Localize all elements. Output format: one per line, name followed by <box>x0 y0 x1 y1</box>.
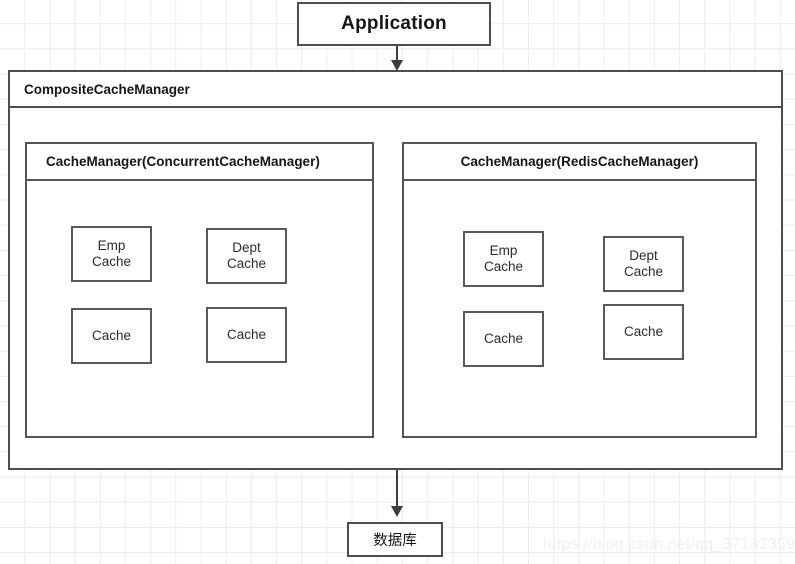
database-box[interactable]: 数据库 <box>347 522 443 557</box>
cache-manager-panel-redis-label: CacheManager(RedisCacheManager) <box>460 154 699 169</box>
cache-box-dept-concurrent[interactable]: Dept Cache <box>206 228 287 284</box>
cache-box-label: Cache <box>91 328 132 344</box>
composite-cache-manager-header: CompositeCacheManager <box>10 72 781 108</box>
cache-manager-panel-concurrent-header: CacheManager(ConcurrentCacheManager) <box>27 144 372 181</box>
cache-box-generic-redis-2[interactable]: Cache <box>603 304 684 360</box>
watermark-text: https://blog.csdn.net/qq_37133359 <box>543 536 795 553</box>
cache-box-label: Cache <box>623 324 664 340</box>
cache-manager-panel-redis-header: CacheManager(RedisCacheManager) <box>404 144 755 181</box>
cache-box-label: Cache <box>483 331 524 347</box>
cache-box-label: Emp Cache <box>483 243 524 274</box>
cache-box-dept-redis[interactable]: Dept Cache <box>603 236 684 292</box>
cache-manager-panel-concurrent-label: CacheManager(ConcurrentCacheManager) <box>46 154 320 169</box>
cache-box-generic-concurrent-2[interactable]: Cache <box>206 307 287 363</box>
cache-box-label: Dept Cache <box>226 240 267 271</box>
arrow-composite-to-database-line <box>396 470 398 510</box>
cache-box-label: Dept Cache <box>623 248 664 279</box>
cache-box-emp-redis[interactable]: Emp Cache <box>463 231 544 287</box>
composite-cache-manager-label: CompositeCacheManager <box>24 81 190 97</box>
arrow-application-to-composite-head <box>391 60 403 71</box>
application-box[interactable]: Application <box>297 2 491 46</box>
database-label: 数据库 <box>373 533 417 549</box>
cache-box-generic-concurrent-1[interactable]: Cache <box>71 308 152 364</box>
arrow-composite-to-database-head <box>391 506 403 517</box>
cache-box-label: Cache <box>226 327 267 343</box>
application-label: Application <box>341 13 447 34</box>
cache-box-label: Emp Cache <box>91 238 132 269</box>
cache-manager-panel-redis[interactable]: CacheManager(RedisCacheManager) Emp Cach… <box>402 142 757 438</box>
cache-box-emp-concurrent[interactable]: Emp Cache <box>71 226 152 282</box>
cache-manager-panel-concurrent[interactable]: CacheManager(ConcurrentCacheManager) Emp… <box>25 142 374 438</box>
composite-cache-manager-box[interactable]: CompositeCacheManager CacheManager(Concu… <box>8 70 783 470</box>
arrow-application-to-composite-line <box>396 46 398 63</box>
cache-box-generic-redis-1[interactable]: Cache <box>463 311 544 367</box>
